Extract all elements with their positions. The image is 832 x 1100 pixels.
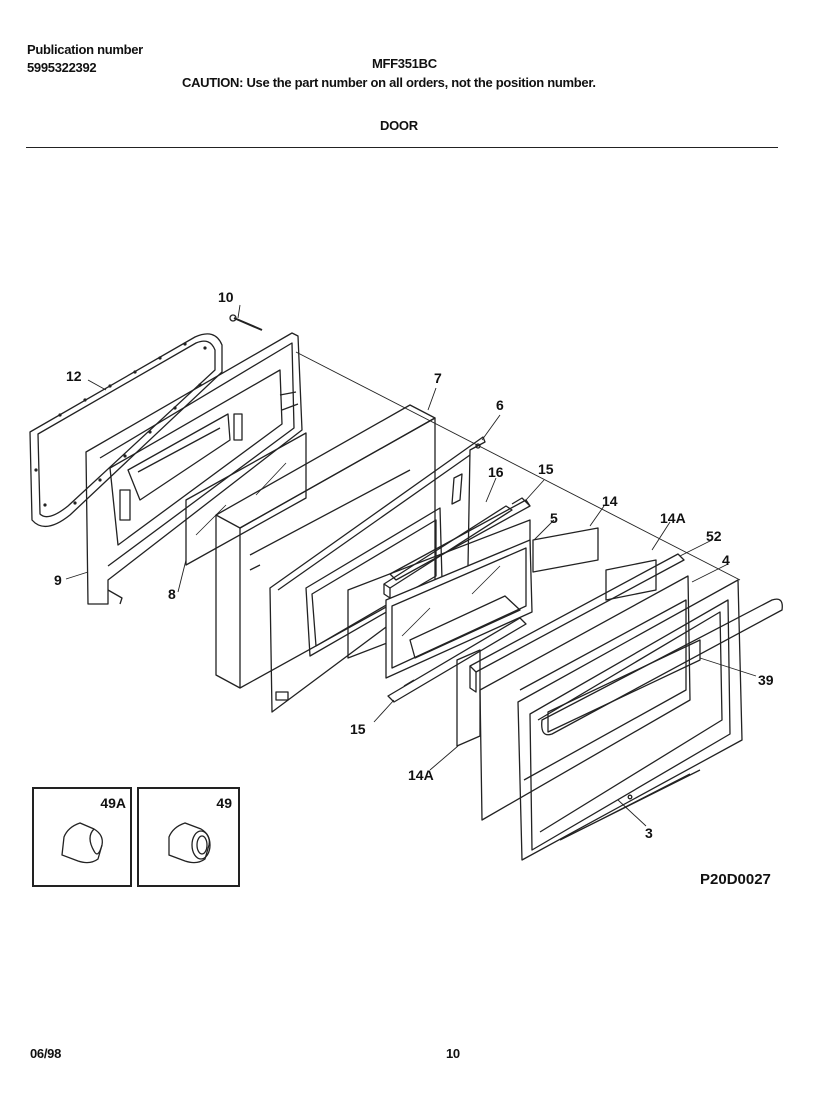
callout-39: 39 — [758, 672, 774, 688]
callout-14a-bottom: 14A — [408, 767, 434, 783]
callout-16: 16 — [488, 464, 504, 480]
callout-4: 4 — [722, 552, 730, 568]
leader-lines — [65, 304, 757, 827]
header-rule — [26, 147, 778, 148]
part-16-rail — [383, 505, 513, 599]
publication-number: 5995322392 — [27, 60, 97, 75]
publication-label: Publication number — [27, 42, 143, 57]
callout-5: 5 — [550, 510, 558, 526]
part-8-inner-glass — [185, 432, 307, 566]
callout-8: 8 — [168, 586, 176, 602]
part-39-handle — [541, 598, 783, 736]
callout-12: 12 — [66, 368, 82, 384]
callout-14: 14 — [602, 493, 618, 509]
model-number: MFF351BC — [372, 56, 437, 71]
callout-52: 52 — [706, 528, 722, 544]
inset-49: 49 — [137, 787, 240, 887]
callout-15-top: 15 — [538, 461, 554, 477]
callout-9: 9 — [54, 572, 62, 588]
figure-id: P20D0027 — [700, 871, 771, 888]
callout-6: 6 — [496, 397, 504, 413]
part-14a-bottom-wrapper — [456, 649, 481, 747]
callout-7: 7 — [434, 370, 442, 386]
part-15-bottom-clip — [387, 617, 527, 703]
inset-49a-label: 49A — [100, 795, 126, 811]
part-3-outer-frame — [517, 579, 743, 861]
part-5-glass — [347, 519, 533, 679]
part-12-gasket — [29, 333, 223, 527]
inset-49a: 49A — [32, 787, 132, 887]
footer-date: 06/98 — [30, 1046, 62, 1061]
part-14a-top-wrapper — [605, 559, 657, 601]
section-title: DOOR — [380, 118, 418, 133]
part-52-bracket — [469, 553, 685, 693]
callout-10: 10 — [218, 289, 234, 305]
page-number: 10 — [446, 1046, 460, 1061]
callout-3: 3 — [645, 825, 653, 841]
caution-note: CAUTION: Use the part number on all orde… — [182, 75, 596, 90]
part-14-baffle — [532, 527, 599, 573]
knob-round-icon — [168, 822, 211, 864]
part-15-top-clip — [389, 497, 531, 581]
knob-flat-icon — [61, 822, 103, 864]
inset-49-label: 49 — [216, 795, 232, 811]
part-9-inner-frame — [85, 332, 303, 605]
callout-14a-top: 14A — [660, 510, 686, 526]
callout-15-bottom: 15 — [350, 721, 366, 737]
part-10-screw — [229, 314, 263, 331]
